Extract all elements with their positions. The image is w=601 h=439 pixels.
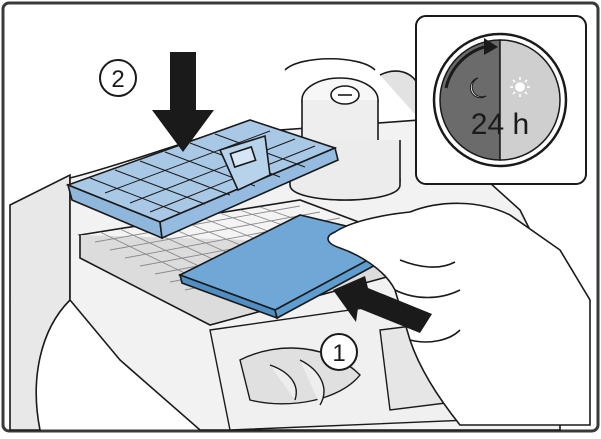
- step-1-label: 1: [332, 340, 345, 367]
- sun-icon: [510, 77, 530, 97]
- push-arrow-icon: [333, 276, 432, 333]
- down-arrow-icon: [152, 52, 214, 152]
- moon-icon: [469, 77, 487, 99]
- duration-label: 24 h: [471, 108, 529, 141]
- step-2-marker: 2: [99, 59, 137, 97]
- timer-inset: 24 h: [415, 15, 587, 185]
- step-2-label: 2: [111, 66, 124, 93]
- hand: [327, 202, 591, 426]
- step-1-marker: 1: [320, 333, 358, 371]
